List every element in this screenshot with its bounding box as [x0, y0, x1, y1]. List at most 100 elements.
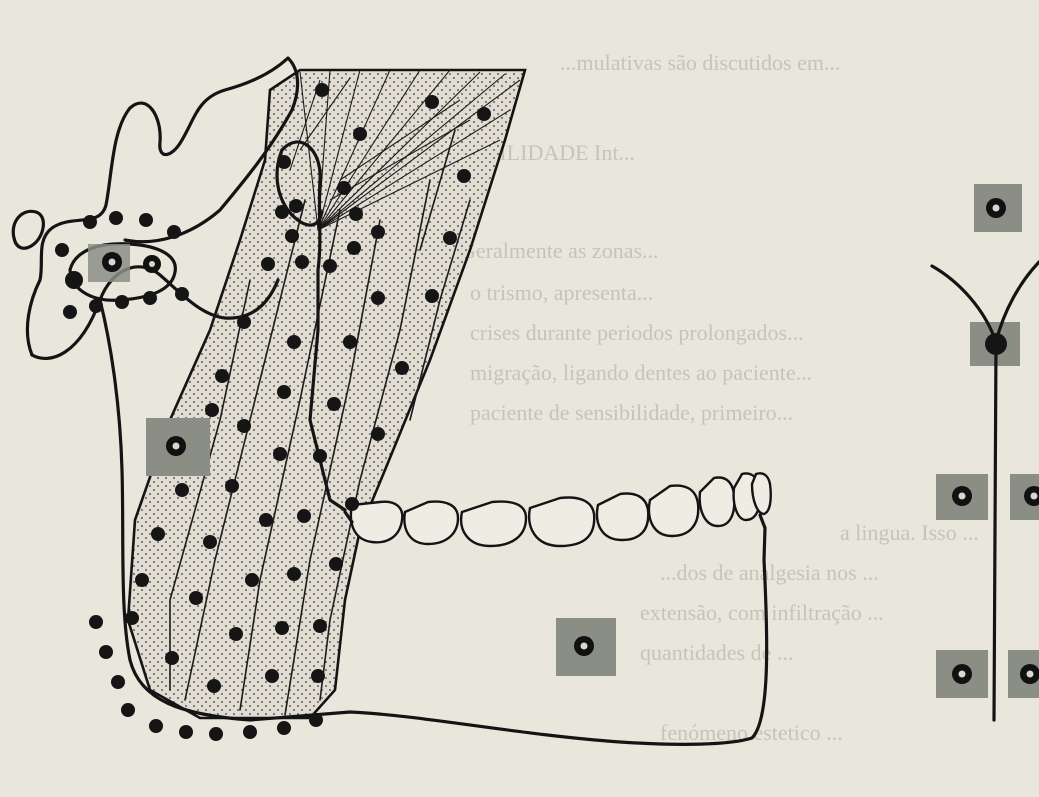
point: [277, 721, 291, 735]
point: [371, 427, 385, 441]
point: [297, 509, 311, 523]
point: [287, 335, 301, 349]
bg-text-line: ...dos de analgesia nos ...: [660, 560, 879, 585]
point: [425, 95, 439, 109]
point: [111, 675, 125, 689]
point: [245, 573, 259, 587]
point: [395, 361, 409, 375]
point: [371, 225, 385, 239]
point: [371, 291, 385, 305]
point: [327, 397, 341, 411]
bg-text-line: extensão, com infiltração ...: [640, 600, 884, 625]
point: [295, 255, 309, 269]
point: [477, 107, 491, 121]
tooth: [700, 478, 735, 526]
point: [347, 241, 361, 255]
electrode-marker: [936, 650, 988, 698]
point: [425, 289, 439, 303]
electrode-marker: [88, 244, 161, 282]
point: [329, 557, 343, 571]
point: [443, 231, 457, 245]
point: [243, 725, 257, 739]
tooth: [351, 502, 402, 543]
point: [65, 271, 83, 289]
point: [237, 419, 251, 433]
point: [203, 535, 217, 549]
point: [179, 725, 193, 739]
point: [287, 567, 301, 581]
point: [229, 627, 243, 641]
point: [225, 479, 239, 493]
point: [275, 621, 289, 635]
point: [55, 243, 69, 257]
point: [207, 679, 221, 693]
electrode-marker: [556, 618, 616, 676]
electrode-marker: [936, 474, 988, 520]
point: [273, 447, 287, 461]
electrode-marker: [1010, 474, 1039, 520]
point: [311, 669, 325, 683]
tooth: [461, 502, 526, 546]
point: [313, 449, 327, 463]
point: [99, 645, 113, 659]
point: [289, 199, 303, 213]
point: [313, 619, 327, 633]
point: [63, 305, 77, 319]
point: [261, 257, 275, 271]
point: [209, 727, 223, 741]
bg-text-line: o trismo, apresenta...: [470, 280, 653, 305]
point: [135, 573, 149, 587]
point: [189, 591, 203, 605]
tooth: [404, 502, 458, 544]
point: [139, 213, 153, 227]
point: [175, 287, 189, 301]
point: [323, 259, 337, 273]
point: [115, 295, 129, 309]
bg-text-line: migração, ligando dentes ao paciente...: [470, 360, 812, 385]
point: [277, 155, 291, 169]
point: [457, 169, 471, 183]
point: [121, 703, 135, 717]
point: [109, 211, 123, 225]
point: [259, 513, 273, 527]
point: [315, 83, 329, 97]
tooth: [649, 486, 698, 536]
bg-text-line: ...mulativas são discutidos em...: [560, 50, 840, 75]
teeth-row: [351, 473, 771, 546]
bg-text-line: Geralmente as zonas...: [460, 238, 659, 263]
point: [151, 527, 165, 541]
point: [83, 215, 97, 229]
point: [89, 615, 103, 629]
bg-text-line: quantidades de ...: [640, 640, 793, 665]
point: [165, 651, 179, 665]
point: [277, 385, 291, 399]
bg-text-line: a lingua. Isso ...: [840, 520, 979, 545]
point: [143, 291, 157, 305]
electrode-marker: [974, 184, 1022, 232]
point: [125, 611, 139, 625]
point: [285, 229, 299, 243]
point: [337, 181, 351, 195]
point: [175, 483, 189, 497]
point: [89, 299, 103, 313]
point: [275, 205, 289, 219]
tooth: [529, 498, 594, 546]
point: [343, 335, 357, 349]
electrode-marker: [146, 418, 210, 476]
point: [215, 369, 229, 383]
ear-lobe-outline: [13, 211, 43, 248]
bg-text-line: crises durante periodos prolongados...: [470, 320, 804, 345]
point: [237, 315, 251, 329]
point: [167, 225, 181, 239]
point: [349, 207, 363, 221]
masseter-muscle: [128, 70, 525, 718]
bg-text-line: paciente de sensibilidade, primeiro...: [470, 400, 793, 425]
point: [309, 713, 323, 727]
point: [985, 333, 1007, 355]
point: [353, 127, 367, 141]
bg-text-line: fenómeno estetico ...: [660, 720, 843, 745]
point: [345, 497, 359, 511]
tooth: [597, 494, 648, 540]
point: [205, 403, 219, 417]
